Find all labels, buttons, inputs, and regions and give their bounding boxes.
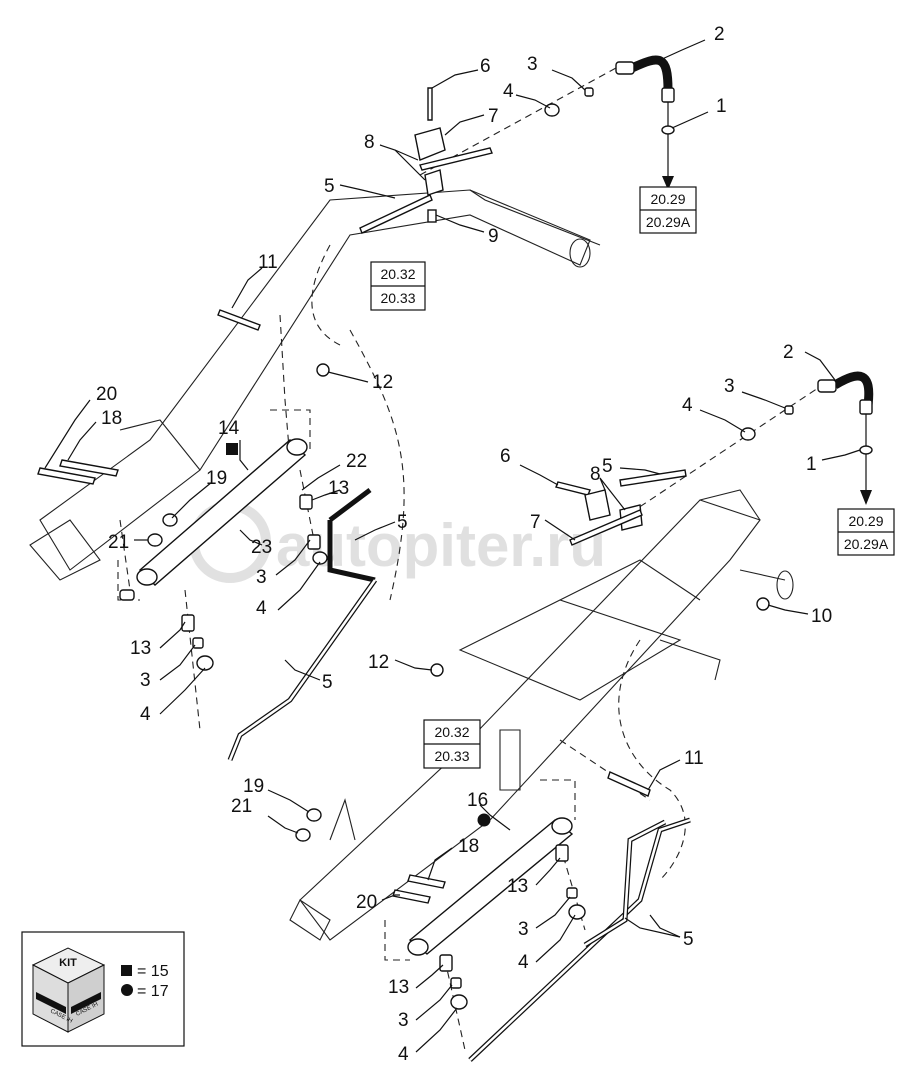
square-marker-14 [226, 443, 238, 455]
kit-badge: KIT [59, 957, 77, 969]
callout[interactable]: 11 [684, 748, 704, 769]
leader-lines [44, 39, 861, 1053]
callout[interactable]: 4 [503, 81, 514, 102]
callout[interactable]: 23 [251, 537, 272, 558]
callout[interactable]: 18 [458, 836, 479, 857]
callout[interactable]: 11 [258, 252, 278, 273]
lower-hardware [430, 405, 794, 797]
lower-frame [289, 489, 794, 941]
callout[interactable]: 8 [364, 132, 375, 153]
callout[interactable]: 6 [500, 446, 511, 467]
ref-2-top: 20.32 [380, 266, 415, 282]
callout[interactable]: 7 [488, 106, 499, 127]
callout[interactable]: 20 [356, 892, 377, 913]
legend-square-icon [121, 965, 132, 976]
legend-square-label: = 15 [137, 963, 169, 980]
ref-1-bottom: 20.29A [646, 214, 691, 230]
callout[interactable]: 20 [96, 384, 117, 405]
ref-4-top: 20.32 [434, 724, 469, 740]
callout[interactable]: 4 [518, 952, 529, 973]
callout[interactable]: 3 [140, 670, 151, 691]
callout[interactable]: 3 [527, 54, 538, 75]
kit-legend: KIT CASE IH CASE IH = 15 = 17 [21, 931, 185, 1047]
callout[interactable]: 4 [398, 1044, 409, 1065]
callout[interactable]: 19 [206, 468, 227, 489]
manifold-16 [295, 779, 691, 1062]
callout[interactable]: 13 [507, 876, 528, 897]
callout[interactable]: 8 [590, 464, 601, 485]
callout[interactable]: 19 [243, 776, 264, 797]
callout[interactable]: 21 [231, 796, 252, 817]
ref-3-bottom: 20.29A [844, 536, 889, 552]
callout-labels: 2 3 6 4 1 7 8 5 9 11 12 20 18 14 19 22 1… [96, 24, 832, 1065]
callout[interactable]: 6 [480, 56, 491, 77]
callout[interactable]: 5 [324, 176, 335, 197]
callout[interactable]: 13 [328, 478, 349, 499]
callout[interactable]: 3 [256, 567, 267, 588]
legend-circle-label: = 17 [137, 983, 169, 1000]
callout[interactable]: 5 [397, 512, 408, 533]
hose-2-upper [419, 55, 675, 190]
upper-frame [29, 189, 601, 601]
callout[interactable]: 2 [783, 342, 794, 363]
kit-box-icon: KIT CASE IH CASE IH [31, 947, 106, 1033]
legend-circle-icon [121, 984, 133, 996]
callout[interactable]: 12 [372, 372, 393, 393]
callout[interactable]: 10 [811, 606, 832, 627]
callout[interactable]: 22 [346, 451, 367, 472]
manifold-14 [37, 409, 311, 601]
callout[interactable]: 3 [724, 376, 735, 397]
callout[interactable]: 16 [467, 790, 488, 811]
callout[interactable]: 21 [108, 532, 129, 553]
callout[interactable]: 4 [682, 395, 693, 416]
callout[interactable]: 9 [488, 226, 499, 247]
callout[interactable]: 12 [368, 652, 389, 673]
callout[interactable]: 5 [683, 929, 694, 950]
callout[interactable]: 18 [101, 408, 122, 429]
callout[interactable]: 1 [716, 96, 727, 117]
ref-box-3[interactable]: 20.29 20.29A [837, 508, 895, 556]
callout[interactable]: 5 [322, 672, 333, 693]
callout[interactable]: 4 [140, 704, 151, 725]
ref-1-top: 20.29 [650, 191, 685, 207]
ref-2-bottom: 20.33 [380, 290, 415, 306]
callout[interactable]: 13 [130, 638, 151, 659]
callout[interactable]: 4 [256, 598, 267, 619]
ref-3-top: 20.29 [848, 513, 883, 529]
callout[interactable]: 1 [806, 454, 817, 475]
callout[interactable]: 13 [388, 977, 409, 998]
ref-box-4[interactable]: 20.32 20.33 [423, 719, 481, 769]
callout[interactable]: 3 [398, 1010, 409, 1031]
upper-hardware [217, 87, 594, 377]
watermark-text: autopiter.ru [276, 512, 606, 579]
callout[interactable]: 5 [602, 456, 613, 477]
ref-4-bottom: 20.33 [434, 748, 469, 764]
ref-box-1[interactable]: 20.29 20.29A [639, 186, 697, 234]
circle-marker-16 [477, 813, 491, 827]
ref-box-2[interactable]: 20.32 20.33 [370, 261, 426, 311]
callout[interactable]: 14 [218, 418, 240, 439]
callout[interactable]: 7 [530, 512, 541, 533]
callout[interactable]: 2 [714, 24, 725, 45]
callout[interactable]: 3 [518, 919, 529, 940]
